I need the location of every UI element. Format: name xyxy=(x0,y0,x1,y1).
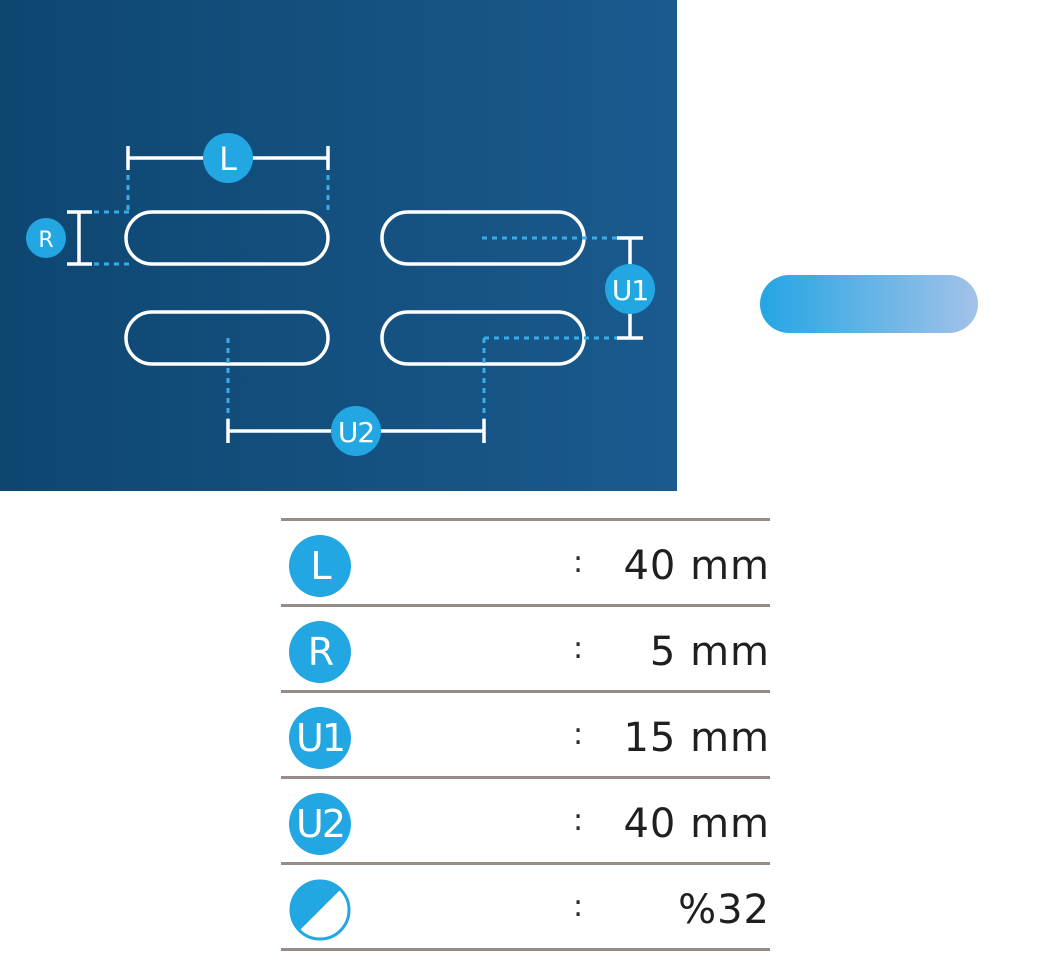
badge-radius: R xyxy=(289,621,351,683)
extension-line-radius xyxy=(84,210,130,266)
spec-value: 15 mm xyxy=(623,715,770,761)
half-filled-circle-icon xyxy=(289,879,351,945)
spec-value: 40 mm xyxy=(623,543,770,589)
callout-length: L xyxy=(203,133,253,183)
extension-line-length xyxy=(126,165,330,212)
svg-text:U2: U2 xyxy=(338,416,374,449)
svg-text:L: L xyxy=(219,140,237,178)
spec-value: 40 mm xyxy=(623,801,770,847)
spec-row-u2: U2 : 40 mm xyxy=(281,779,770,862)
divider xyxy=(281,518,770,521)
badge-u2: U2 xyxy=(289,793,351,855)
divider xyxy=(281,776,770,779)
callout-u1: U1 xyxy=(605,264,655,314)
divider xyxy=(281,690,770,693)
badge-length: L xyxy=(289,535,351,597)
spec-value: 5 mm xyxy=(649,629,770,675)
spec-row-length: L : 40 mm xyxy=(281,521,770,604)
diagram-svg: L R U1 U2 xyxy=(26,133,655,456)
separator: : xyxy=(573,545,584,580)
svg-text:R: R xyxy=(38,228,53,253)
spec-row-open-area: : %32 xyxy=(281,865,770,948)
divider xyxy=(281,862,770,865)
extension-line-u2 xyxy=(226,338,486,425)
gradient-bar xyxy=(760,275,978,333)
separator: : xyxy=(573,717,584,752)
extension-line-u1 xyxy=(482,236,622,340)
callout-radius: R xyxy=(26,218,66,258)
spec-value: %32 xyxy=(678,887,770,933)
separator: : xyxy=(573,631,584,666)
separator: : xyxy=(573,889,584,924)
callout-u2: U2 xyxy=(331,406,381,456)
slot-bottom-left xyxy=(124,310,330,366)
slot-pattern-diagram: L R U1 U2 xyxy=(0,0,677,491)
divider xyxy=(281,604,770,607)
badge-u1: U1 xyxy=(289,707,351,769)
dimension-line-radius xyxy=(67,210,92,266)
divider xyxy=(281,948,770,951)
svg-text:U1: U1 xyxy=(612,274,648,307)
spec-row-radius: R : 5 mm xyxy=(281,607,770,690)
spec-table: L : 40 mm R : 5 mm U1 : 15 mm U2 : 40 mm… xyxy=(281,518,770,951)
slot-top-left xyxy=(124,210,330,266)
separator: : xyxy=(573,803,584,838)
spec-row-u1: U1 : 15 mm xyxy=(281,693,770,776)
